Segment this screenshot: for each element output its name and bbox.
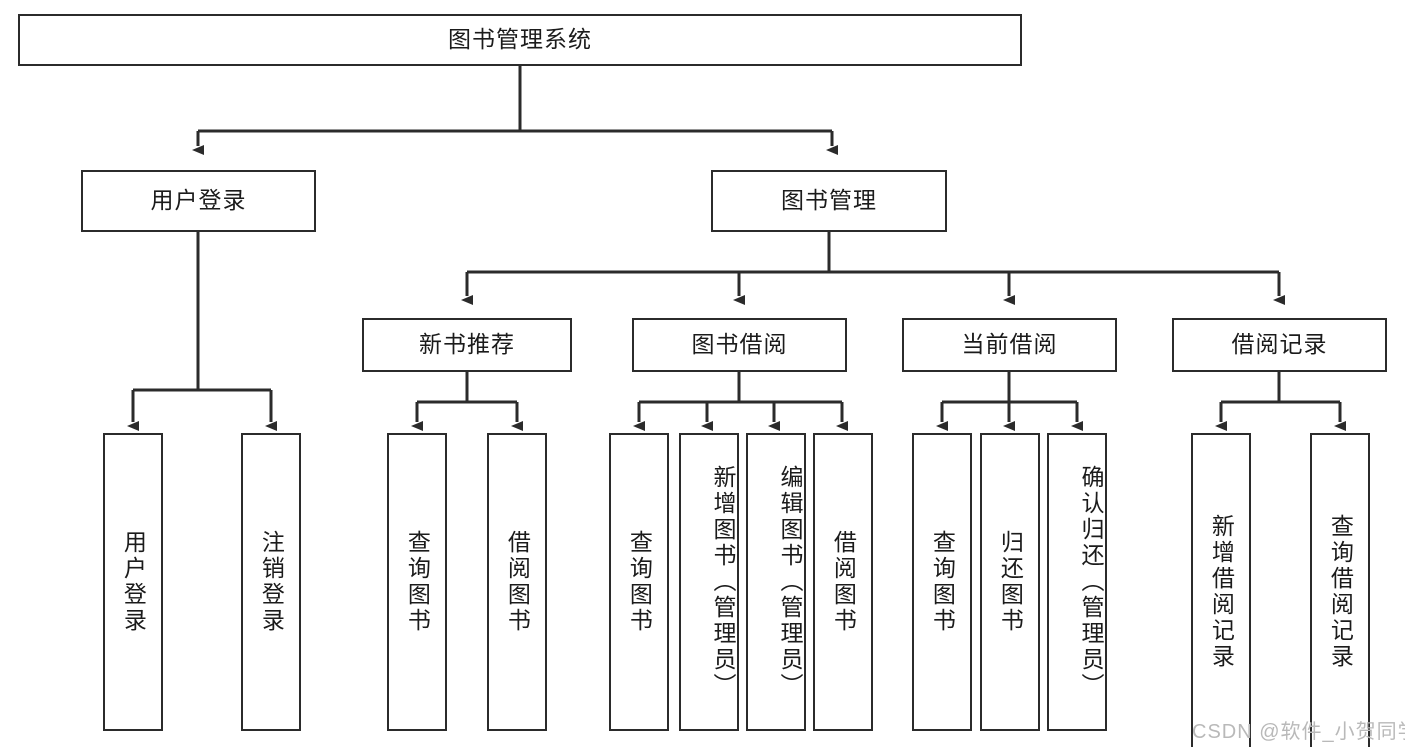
node-label: 借阅图书 bbox=[830, 530, 857, 634]
leaf-query-book-current[interactable]: 查询图书 bbox=[912, 433, 972, 731]
leaf-edit-book-admin[interactable]: 编辑图书（管理员） bbox=[746, 433, 806, 731]
leaf-query-book-borrow[interactable]: 查询图书 bbox=[609, 433, 669, 731]
leaf-borrow-book-recommend[interactable]: 借阅图书 bbox=[487, 433, 547, 731]
node-borrow-record[interactable]: 借阅记录 bbox=[1172, 318, 1387, 372]
leaf-query-borrow-record[interactable]: 查询借阅记录 bbox=[1310, 433, 1370, 747]
node-label: 图书借阅 bbox=[691, 331, 788, 358]
node-book-borrow[interactable]: 图书借阅 bbox=[632, 318, 847, 372]
node-label: 查询图书 bbox=[626, 530, 653, 634]
node-label: 图书管理系统 bbox=[448, 26, 592, 53]
node-label: 新增图书（管理员） bbox=[710, 465, 736, 699]
leaf-return-book[interactable]: 归还图书 bbox=[980, 433, 1040, 731]
node-book-management[interactable]: 图书管理 bbox=[711, 170, 947, 232]
leaf-query-book-recommend[interactable]: 查询图书 bbox=[387, 433, 447, 731]
node-new-book-recommend[interactable]: 新书推荐 bbox=[362, 318, 572, 372]
node-label: 查询图书 bbox=[404, 530, 431, 634]
node-label: 查询借阅记录 bbox=[1327, 514, 1354, 670]
node-label: 注销登录 bbox=[258, 530, 285, 634]
node-user-login[interactable]: 用户登录 bbox=[81, 170, 316, 232]
node-label: 编辑图书（管理员） bbox=[777, 465, 803, 699]
leaf-user-login[interactable]: 用户登录 bbox=[103, 433, 163, 731]
leaf-add-borrow-record[interactable]: 新增借阅记录 bbox=[1191, 433, 1251, 747]
node-label: 借阅记录 bbox=[1231, 331, 1328, 358]
node-label: 新增借阅记录 bbox=[1208, 514, 1235, 670]
node-label: 图书管理 bbox=[781, 187, 877, 214]
node-label: 确认归还（管理员） bbox=[1078, 465, 1104, 699]
leaf-confirm-return-admin[interactable]: 确认归还（管理员） bbox=[1047, 433, 1107, 731]
node-label: 借阅图书 bbox=[504, 530, 531, 634]
node-label: 用户登录 bbox=[150, 187, 247, 214]
leaf-borrow-book[interactable]: 借阅图书 bbox=[813, 433, 873, 731]
node-label: 新书推荐 bbox=[419, 331, 515, 358]
node-label: 归还图书 bbox=[997, 530, 1024, 634]
leaf-add-book-admin[interactable]: 新增图书（管理员） bbox=[679, 433, 739, 731]
leaf-logout-login[interactable]: 注销登录 bbox=[241, 433, 301, 731]
node-root-book-management-system[interactable]: 图书管理系统 bbox=[18, 14, 1022, 66]
node-label: 用户登录 bbox=[120, 530, 147, 634]
node-label: 当前借阅 bbox=[961, 331, 1058, 358]
csdn-watermark: CSDN @软件_小贺同学 bbox=[1192, 721, 1405, 743]
node-label: 查询图书 bbox=[929, 530, 956, 634]
node-current-borrow[interactable]: 当前借阅 bbox=[902, 318, 1117, 372]
